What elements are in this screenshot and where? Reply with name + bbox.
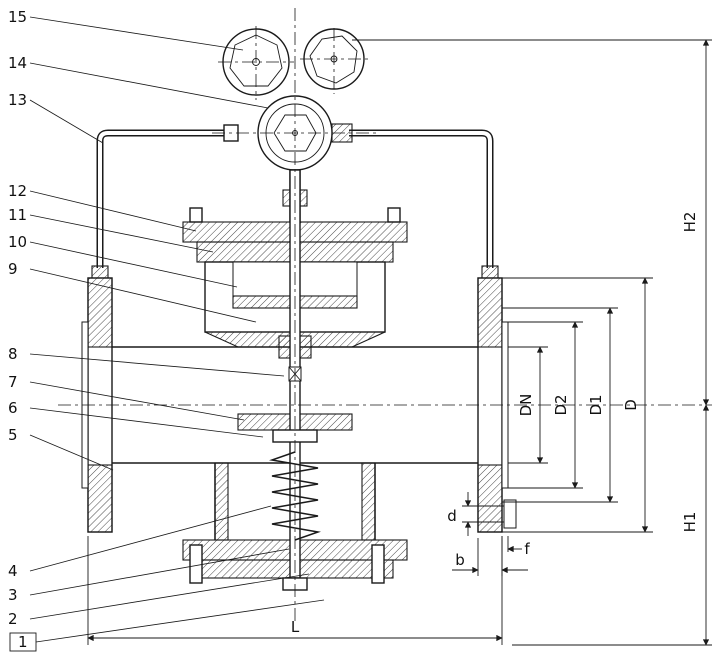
callout-14: 14 [8, 54, 27, 72]
dimension-H2: H2 [352, 39, 712, 406]
callout-7: 7 [8, 373, 18, 391]
callout-10: 10 [8, 233, 27, 251]
lower-chamber-wall-right [361, 462, 376, 541]
handwheel-right-knob [309, 35, 358, 84]
callout-9: 9 [8, 260, 18, 278]
callout-8: 8 [8, 345, 18, 363]
d2-extension-lines [508, 321, 583, 489]
callout-15: 15 [8, 8, 27, 26]
leader-13 [29, 99, 104, 144]
pilot-hex-nut [273, 114, 317, 152]
callout-4: 4 [8, 562, 18, 580]
bonnet-bolt-left [189, 207, 203, 223]
callout-6: 6 [8, 399, 18, 417]
callout-2: 2 [8, 610, 18, 628]
flange-bolt-detail [478, 499, 517, 529]
impulse-pipe-right [331, 123, 499, 280]
dimension-d: d [447, 492, 478, 536]
dimension-DN: DN [508, 346, 548, 464]
leader-14 [29, 62, 269, 109]
dim-label-D2: D2 [552, 394, 570, 415]
leader-12 [29, 190, 197, 232]
leader-2 [29, 573, 310, 620]
leader-3 [29, 548, 290, 596]
centerlines [58, 8, 712, 625]
handwheel-centerlines [218, 26, 370, 100]
leader-1 [35, 599, 325, 643]
left-flange-lower-section [87, 464, 113, 533]
bottom-bolt-right [371, 544, 385, 584]
dim-label-f: f [524, 540, 530, 558]
callout-12: 12 [8, 182, 27, 200]
callout-5: 5 [8, 426, 18, 444]
leader-11 [29, 214, 214, 253]
callout-labels: 15 14 13 12 11 10 9 8 7 6 5 4 3 2 1 [8, 8, 37, 652]
dimension-D2: D2 [508, 321, 583, 489]
leader-4 [29, 505, 272, 572]
leader-7 [29, 381, 245, 421]
left-flange-upper-section [87, 277, 113, 348]
dim-label-d: d [447, 507, 457, 525]
dim-label-H2: H2 [681, 212, 699, 233]
bottom-bolt-left [189, 544, 203, 584]
dim-label-D: D [622, 399, 640, 411]
leader-9 [29, 268, 257, 323]
d-extension-lines [502, 277, 653, 533]
dimension-b: b [452, 538, 528, 576]
callout-leaders [29, 16, 325, 643]
pipe-right-foot-fitting [481, 265, 499, 280]
d1-extension-lines [502, 307, 618, 503]
b-extension-lines [477, 538, 503, 576]
leader-6 [29, 407, 264, 438]
bonnet-bolt-right [387, 207, 401, 223]
callout-1-box [9, 632, 37, 652]
dim-label-DN: DN [517, 394, 535, 417]
right-flange-upper-section [477, 277, 503, 348]
lower-chamber-wall-left [214, 462, 229, 541]
leader-10 [29, 241, 238, 288]
f-extension-lines [501, 536, 509, 552]
dim-label-H1: H1 [681, 512, 699, 533]
pipe-right-inner [349, 131, 492, 268]
leader-5 [29, 434, 114, 471]
dimension-H1: H1 [512, 404, 712, 646]
dimension-D: D [502, 277, 653, 533]
dim-label-b: b [455, 551, 465, 569]
dimension-f: f [501, 536, 530, 558]
leader-15 [29, 16, 244, 51]
dim-label-L: L [291, 618, 300, 636]
leader-8 [29, 353, 285, 377]
d-hole-extension-lines [462, 505, 478, 523]
pipe-left-foot-fitting [91, 265, 109, 280]
callout-11: 11 [8, 206, 27, 224]
callout-1: 1 [18, 633, 28, 651]
dim-label-D1: D1 [587, 394, 605, 415]
callout-3: 3 [8, 586, 18, 604]
dimension-D1: D1 [502, 307, 618, 503]
callout-13: 13 [8, 91, 27, 109]
right-flange-lower-section [477, 464, 503, 533]
bolt-nut [503, 499, 517, 529]
